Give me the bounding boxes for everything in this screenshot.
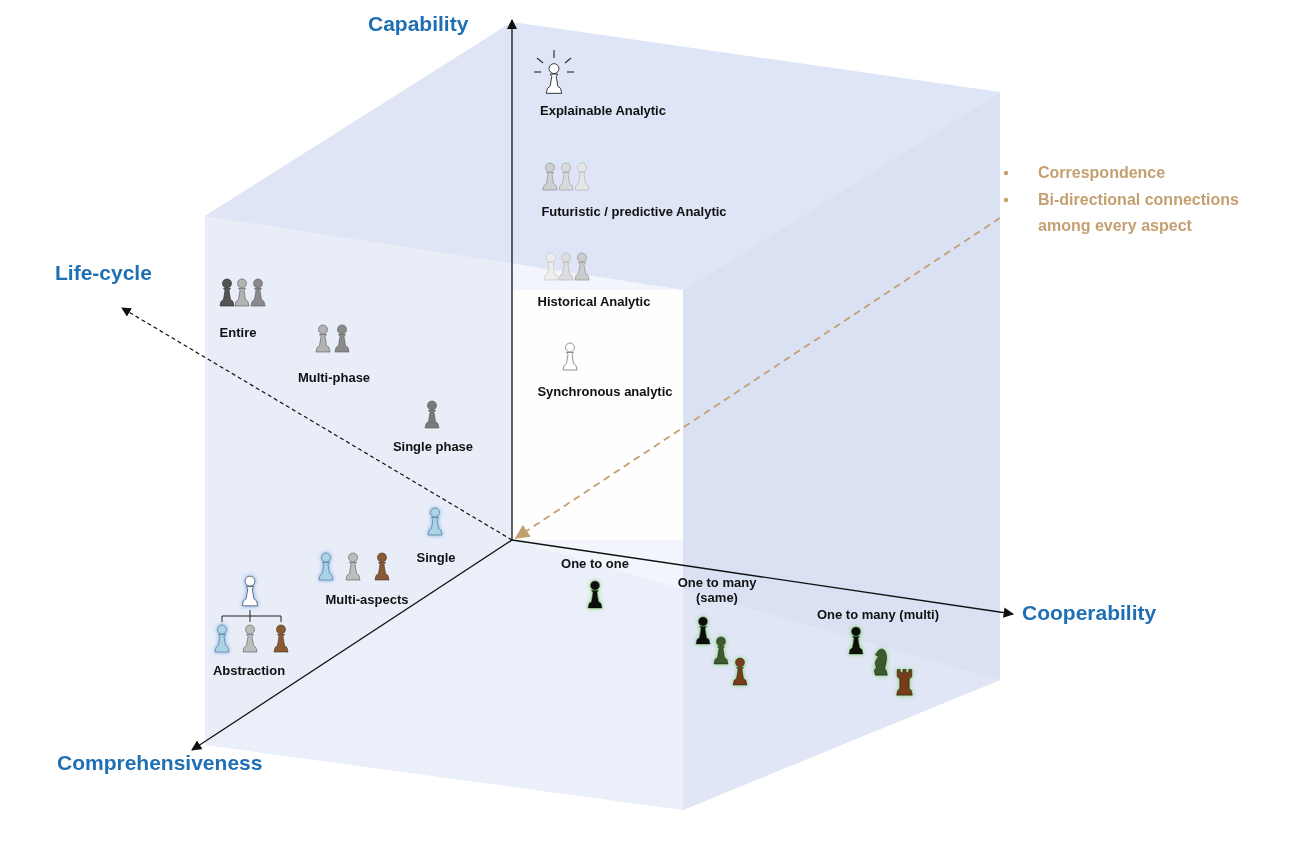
level-label: Single	[416, 550, 455, 565]
axis-label: Life-cycle	[55, 261, 152, 285]
level-label: Synchronous analytic	[537, 384, 672, 399]
axis-label: Comprehensiveness	[57, 751, 262, 775]
level-label: Entire	[220, 325, 257, 340]
level-label: Explainable Analytic	[540, 103, 666, 118]
level-label: Futuristic / predictive Analytic	[541, 204, 726, 219]
level-label: Multi-aspects	[325, 592, 408, 607]
level-label: Abstraction	[213, 663, 285, 678]
level-label: Single phase	[393, 439, 473, 454]
level-label: Historical Analytic	[538, 294, 651, 309]
level-label: One to many (same)	[665, 575, 769, 605]
callout-note: Bi-directional connections among every a…	[1038, 187, 1278, 239]
level-label: One to one	[561, 556, 629, 571]
callout-note: Correspondence	[1038, 160, 1278, 186]
level-label: Multi-phase	[298, 370, 370, 385]
level-label: One to many (multi)	[817, 607, 939, 622]
axis-label: Cooperability	[1022, 601, 1156, 625]
axis-label: Capability	[368, 12, 468, 36]
